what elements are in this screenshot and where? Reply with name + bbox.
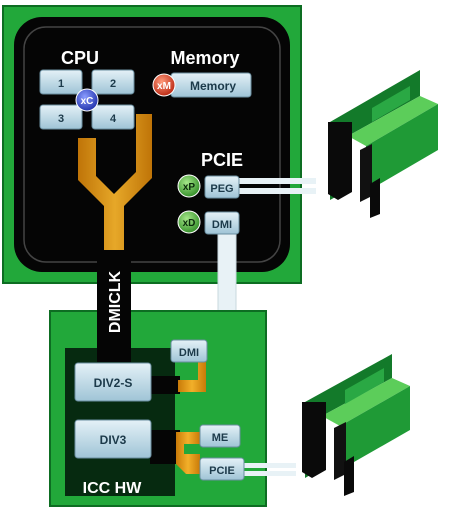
core-clock-badge: xC: [75, 88, 99, 112]
me-block: ME: [199, 424, 241, 448]
core-2-label: 2: [110, 78, 116, 90]
peg-link: [236, 178, 316, 194]
svg-text:PEG: PEG: [210, 183, 233, 195]
pcie-label: PCIE: [201, 150, 243, 170]
icc-hw-label: ICC HW: [83, 480, 143, 497]
svg-text:xD: xD: [183, 218, 196, 229]
svg-text:DMI: DMI: [212, 219, 232, 231]
memory-label: Memory: [170, 48, 239, 68]
svg-text:DMI: DMI: [179, 347, 199, 359]
core-1-label: 1: [58, 78, 64, 90]
dmiclk-label: DMICLK: [107, 270, 124, 333]
pch-clock-traces: [150, 360, 206, 474]
core-3-label: 3: [58, 113, 64, 125]
pch-pcie-block: PCIE: [199, 457, 245, 481]
svg-text:xM: xM: [157, 81, 171, 92]
svg-text:DIV2-S: DIV2-S: [94, 376, 133, 390]
pcie-slot-icon: [328, 70, 438, 218]
dmiclk-line: [97, 250, 131, 362]
memory-clock-badge: xM: [152, 73, 176, 97]
pch-dmi-block: DMI: [170, 339, 208, 363]
svg-text:xC: xC: [81, 96, 94, 107]
dmi-clock-badge: xD: [177, 210, 201, 234]
cpu-dmi-block: DMI: [204, 211, 240, 235]
svg-text:Memory: Memory: [190, 79, 236, 93]
div3-block: DIV3: [74, 419, 152, 459]
cpu-label: CPU: [61, 48, 99, 68]
peg-clock-badge: xP: [177, 174, 201, 198]
svg-text:PCIE: PCIE: [209, 465, 235, 477]
peg-block: PEG: [204, 175, 240, 199]
div2s-block: DIV2-S: [74, 362, 152, 402]
cpu-cores: 1 2 3 4: [39, 69, 135, 130]
pch-pcie-link: [240, 463, 296, 476]
cpu-clock-traces: [78, 114, 152, 296]
svg-text:ME: ME: [212, 432, 229, 444]
pcie-slot-icon: [302, 354, 410, 496]
memory-block: Memory: [170, 72, 252, 98]
svg-text:DIV3: DIV3: [100, 433, 127, 447]
core-4-label: 4: [110, 113, 117, 125]
svg-text:xP: xP: [183, 182, 196, 193]
